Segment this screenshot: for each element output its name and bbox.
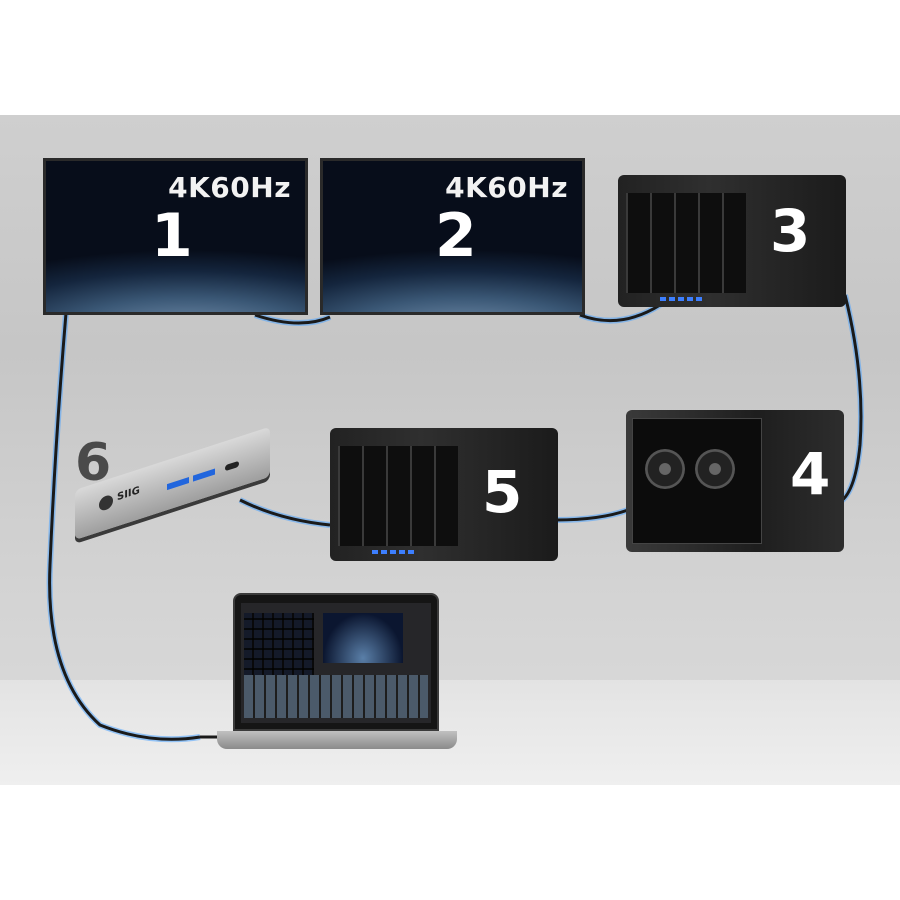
usb-port xyxy=(193,468,215,482)
monitor-2-resolution: 4K60Hz xyxy=(445,171,568,204)
siig-logo-icon xyxy=(99,493,113,513)
egpu-4-number: 4 xyxy=(790,440,831,508)
drive-bay xyxy=(698,193,722,293)
drive-bay xyxy=(722,193,746,293)
laptop-screen xyxy=(241,603,431,723)
timeline-clips xyxy=(244,675,428,718)
cable-network xyxy=(46,294,864,743)
drive-bay xyxy=(362,446,386,546)
laptop-base xyxy=(217,731,457,749)
status-leds xyxy=(660,297,705,301)
enclosure-5-number: 5 xyxy=(482,458,523,526)
drive-bay xyxy=(674,193,698,293)
laptop xyxy=(233,593,439,731)
earth-wallpaper xyxy=(46,161,305,312)
drive-bay xyxy=(386,446,410,546)
enclosure-3-number: 3 xyxy=(770,197,811,265)
monitor-1-resolution: 4K60Hz xyxy=(168,171,291,204)
graphics-card-bay xyxy=(632,418,762,544)
storage-enclosure-5: 5 xyxy=(330,428,558,561)
monitor-1-number: 1 xyxy=(151,201,193,271)
dock-brand: SIIG xyxy=(117,484,140,504)
fan-icon xyxy=(695,449,735,489)
monitor-2-number: 2 xyxy=(435,201,477,271)
egpu-enclosure-4: 4 xyxy=(626,410,844,552)
monitor-1: 4K60Hz 1 xyxy=(43,158,308,315)
drive-bay xyxy=(434,446,458,546)
drive-bay xyxy=(626,193,650,293)
monitor-2: 4K60Hz 2 xyxy=(320,158,585,315)
drive-bay xyxy=(410,446,434,546)
usb-c-port xyxy=(225,460,239,472)
earth-wallpaper xyxy=(323,161,582,312)
drive-bay xyxy=(650,193,674,293)
storage-enclosure-3: 3 xyxy=(618,175,846,307)
drive-bay xyxy=(338,446,362,546)
scene-background: 4K60Hz 1 4K60Hz 2 3 4 5 6 xyxy=(0,115,900,785)
status-leds xyxy=(372,550,417,554)
video-preview xyxy=(323,613,403,663)
fan-icon xyxy=(645,449,685,489)
usb-port xyxy=(167,476,189,491)
